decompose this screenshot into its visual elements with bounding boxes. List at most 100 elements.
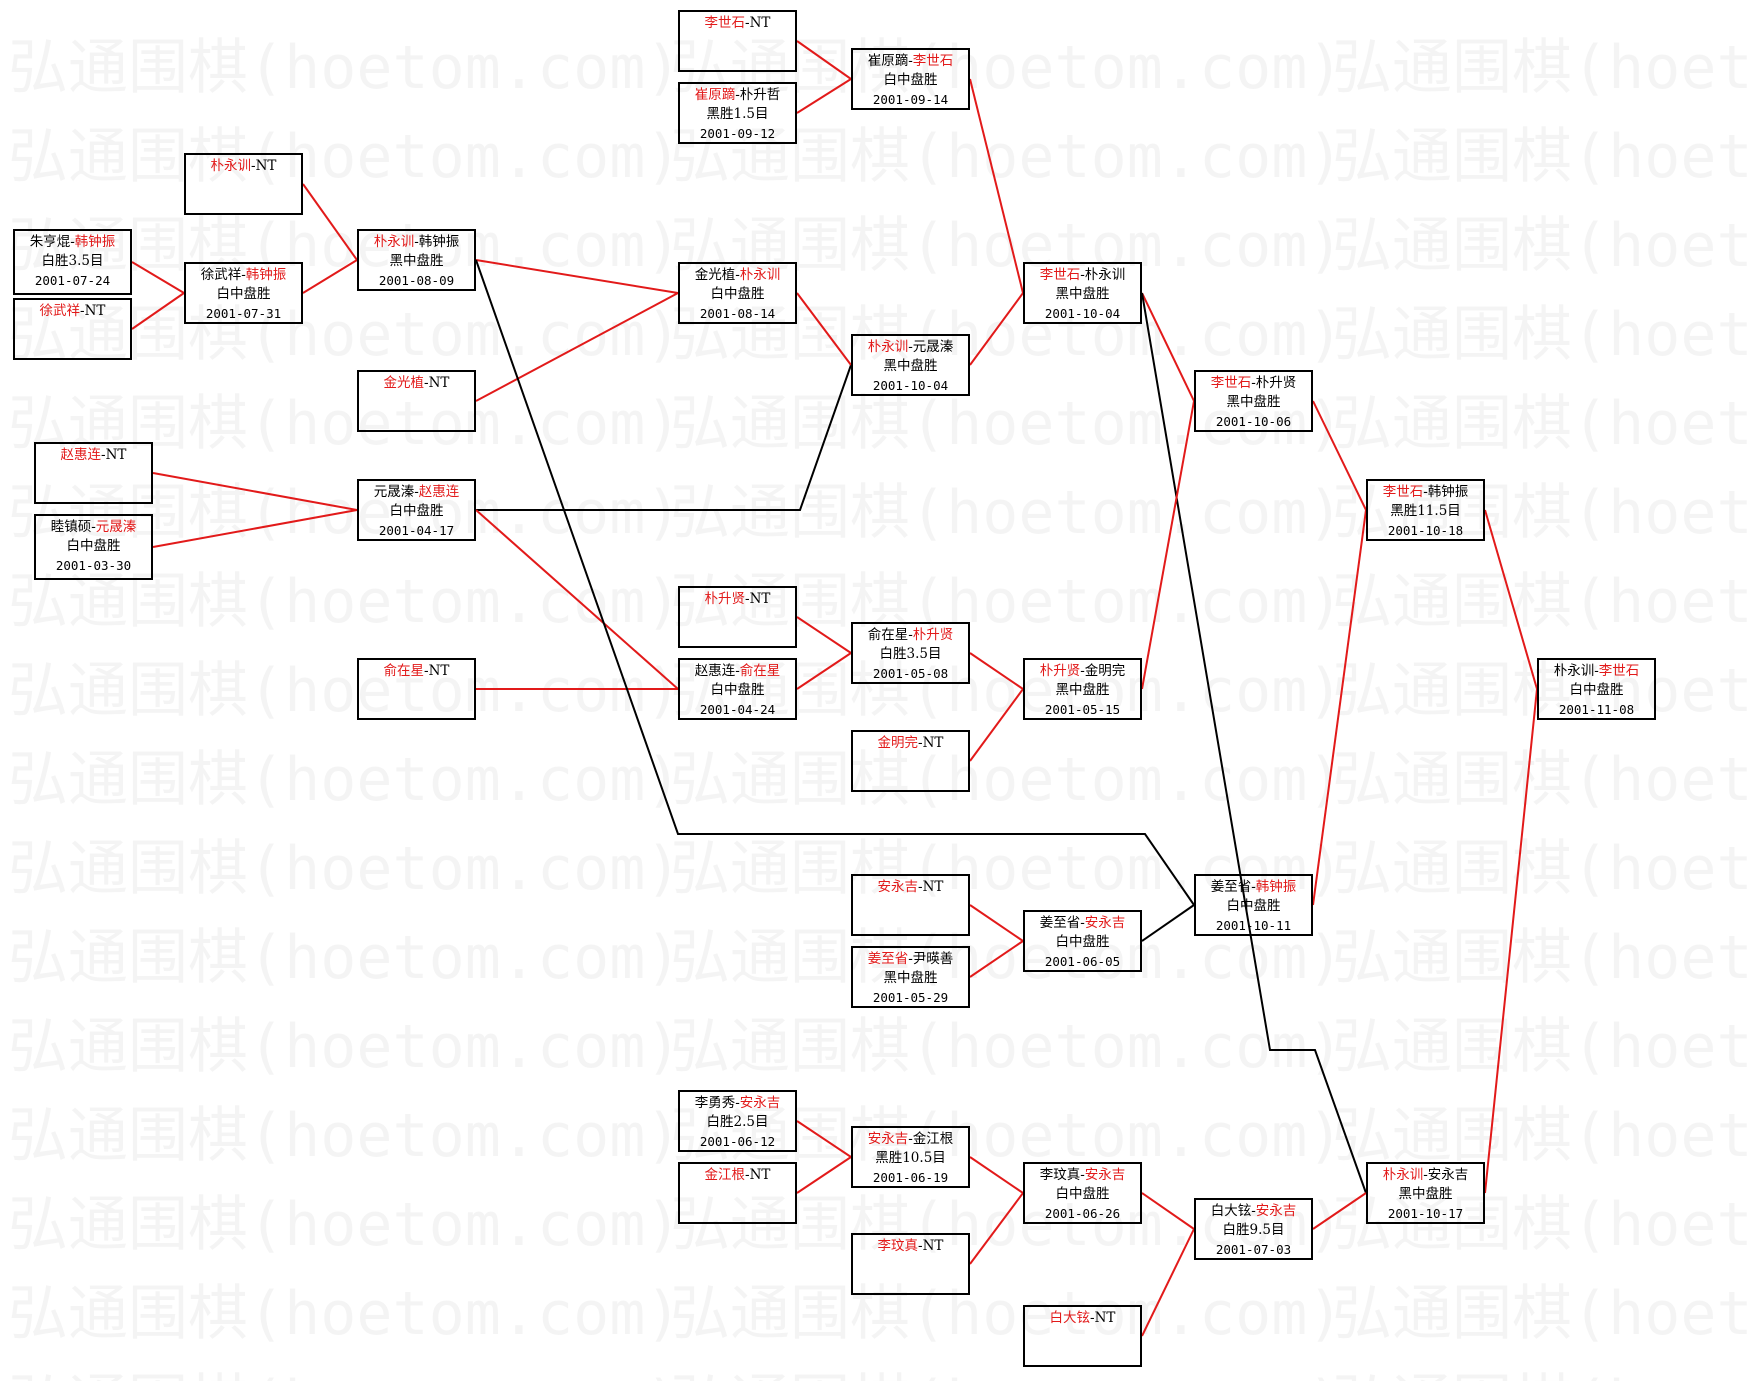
match-box: 俞在星-NT <box>357 658 476 720</box>
player-black: 朴升贤 <box>704 591 746 607</box>
match-box: 金江根-NT <box>678 1162 797 1224</box>
match-players: 俞在星-朴升贤 <box>853 626 968 645</box>
match-box: 姜至省-尹暎善黑中盘胜 2001-05-29 <box>851 946 970 1008</box>
match-players: 金光植-朴永训 <box>680 266 795 285</box>
winner-connector-line <box>1484 509 1538 690</box>
match-players: 姜至省-安永吉 <box>1025 914 1140 933</box>
player-separator: - <box>908 951 913 967</box>
player-separator: - <box>908 339 913 355</box>
match-date: 2001-10-18 <box>1387 523 1464 538</box>
player-black: 李勇秀 <box>694 1095 736 1111</box>
player-separator: - <box>735 1095 740 1111</box>
player-black: 金明完 <box>877 735 919 751</box>
match-players: 李世石-朴永训 <box>1025 266 1140 285</box>
winner-connector-line <box>969 652 1024 690</box>
player-separator: - <box>735 267 740 283</box>
winner-connector-line <box>131 261 185 294</box>
match-box: 李玟真-NT <box>851 1233 970 1295</box>
player-separator: - <box>1080 663 1085 679</box>
player-separator: - <box>241 267 246 283</box>
player-black: 李世石 <box>1039 267 1081 283</box>
player-separator: - <box>745 591 750 607</box>
player-separator: - <box>251 158 256 174</box>
player-white: NT <box>1094 1310 1116 1326</box>
match-result: 黑中盘胜 <box>1398 1186 1453 1202</box>
match-result: 白胜2.5目 <box>706 1114 769 1130</box>
player-white: 李世石 <box>1598 663 1640 679</box>
match-players: 姜至省-韩钟振 <box>1196 878 1311 897</box>
player-separator: - <box>1080 915 1085 931</box>
player-separator: - <box>918 735 923 751</box>
match-players: 朴永训-NT <box>186 157 301 176</box>
match-result: 白胜9.5目 <box>1222 1222 1285 1238</box>
player-separator: - <box>101 447 106 463</box>
match-result: 白中盘胜 <box>710 682 765 698</box>
player-black: 崔原蹢 <box>694 87 736 103</box>
player-separator: - <box>424 375 429 391</box>
loser-connector-line <box>1141 292 1367 1194</box>
player-black: 徐武祥 <box>200 267 242 283</box>
player-separator: - <box>1080 267 1085 283</box>
player-separator: - <box>414 234 419 250</box>
match-players: 李玟真-NT <box>853 1237 968 1256</box>
player-separator: - <box>1251 879 1256 895</box>
player-black: 朴永训 <box>1382 1167 1424 1183</box>
match-players: 朴永训-安永吉 <box>1368 1166 1483 1185</box>
match-result: 黑胜11.5目 <box>1390 503 1461 519</box>
player-black: 白大铉 <box>1049 1310 1091 1326</box>
match-players: 崔原蹢-朴升哲 <box>680 86 795 105</box>
match-box: 李世石-NT <box>678 10 797 72</box>
player-separator: - <box>1251 1203 1256 1219</box>
player-separator: - <box>91 519 96 535</box>
player-black: 俞在星 <box>867 627 909 643</box>
match-box: 金明完-NT <box>851 730 970 792</box>
winner-connector-line <box>302 183 358 261</box>
player-white: 李世石 <box>912 53 954 69</box>
match-date: 2001-05-29 <box>872 990 949 1005</box>
player-white: 朴升哲 <box>739 87 781 103</box>
winner-connector-line <box>1484 688 1538 1194</box>
match-result: 白中盘胜 <box>389 503 444 519</box>
player-white: 韩钟振 <box>74 234 116 250</box>
player-white: 韩钟振 <box>1427 484 1469 500</box>
player-separator: - <box>424 663 429 679</box>
match-result: 白中盘胜 <box>883 72 938 88</box>
player-separator: - <box>1594 663 1599 679</box>
player-black: 金光植 <box>694 267 736 283</box>
player-black: 金光植 <box>383 375 425 391</box>
player-white: NT <box>84 303 106 319</box>
player-black: 李世石 <box>1382 484 1424 500</box>
player-white: NT <box>749 15 771 31</box>
player-separator: - <box>80 303 85 319</box>
player-white: NT <box>105 447 127 463</box>
player-white: 朴升贤 <box>912 627 954 643</box>
match-players: 朴升贤-金明完 <box>1025 662 1140 681</box>
match-players: 姜至省-尹暎善 <box>853 950 968 969</box>
match-box: 姜至省-安永吉白中盘胜 2001-06-05 <box>1023 910 1142 972</box>
player-black: 姜至省 <box>1039 915 1081 931</box>
match-result: 黑中盘胜 <box>883 970 938 986</box>
player-white: NT <box>749 1167 771 1183</box>
player-black: 李世石 <box>1210 375 1252 391</box>
match-date: 2001-06-05 <box>1044 954 1121 969</box>
player-black: 安永吉 <box>877 879 919 895</box>
match-date: 2001-07-03 <box>1215 1242 1292 1257</box>
winner-connector-line <box>796 1156 852 1194</box>
player-white: 俞在星 <box>739 663 781 679</box>
player-white: 元晟溱 <box>95 519 137 535</box>
match-result: 黑胜10.5目 <box>875 1150 946 1166</box>
match-date: 2001-07-24 <box>34 273 111 288</box>
player-white: 朴升贤 <box>1255 375 1297 391</box>
match-result: 白中盘胜 <box>1055 934 1110 950</box>
